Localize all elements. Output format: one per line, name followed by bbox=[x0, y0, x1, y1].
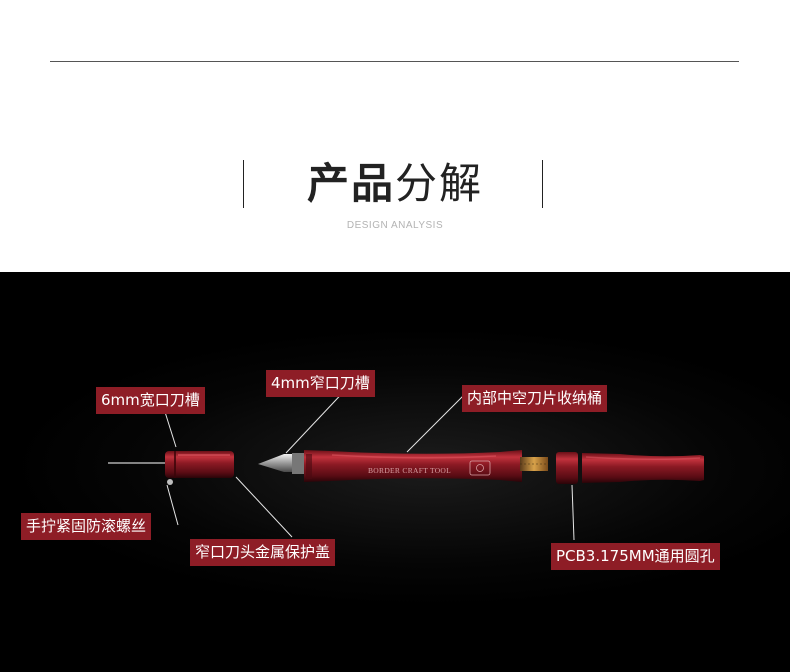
callout-anti-roll-screw: 手拧紧固防滚螺丝 bbox=[21, 513, 152, 540]
callout-storage-barrel: 内部中空刀片收纳桶 bbox=[462, 385, 608, 412]
engraving-text: BORDER CRAFT TOOL bbox=[368, 466, 451, 475]
top-divider bbox=[50, 61, 739, 62]
left-cap bbox=[165, 451, 234, 485]
section-title-bold: 产品 bbox=[306, 159, 395, 208]
callout-narrow-cap: 窄口刀头金属保护盖 bbox=[190, 539, 336, 566]
section-title-block: 产品分解 bbox=[0, 148, 790, 218]
product-panel: BORDER CRAFT TOOL 6mm宽口刀槽 4mm窄口刀槽 内部中空刀片… bbox=[0, 272, 790, 672]
callout-narrow-slot: 4mm窄口刀槽 bbox=[266, 370, 375, 397]
title-right-bar bbox=[542, 160, 543, 208]
callout-wide-slot: 6mm宽口刀槽 bbox=[96, 387, 205, 414]
callout-pcb-hole: PCB3.175MM通用圆孔 bbox=[551, 543, 720, 570]
title-left-bar bbox=[243, 160, 244, 208]
anti-roll-screw-icon bbox=[167, 479, 173, 485]
blade bbox=[258, 453, 306, 474]
section-title: 产品分解 bbox=[0, 158, 790, 210]
section-subtitle: DESIGN ANALYSIS bbox=[346, 220, 444, 231]
brand-logo bbox=[469, 460, 491, 476]
section-title-light: 分解 bbox=[395, 159, 484, 208]
main-barrel: BORDER CRAFT TOOL bbox=[304, 450, 522, 482]
product-illustration: BORDER CRAFT TOOL bbox=[108, 384, 704, 541]
right-handle bbox=[556, 452, 704, 484]
